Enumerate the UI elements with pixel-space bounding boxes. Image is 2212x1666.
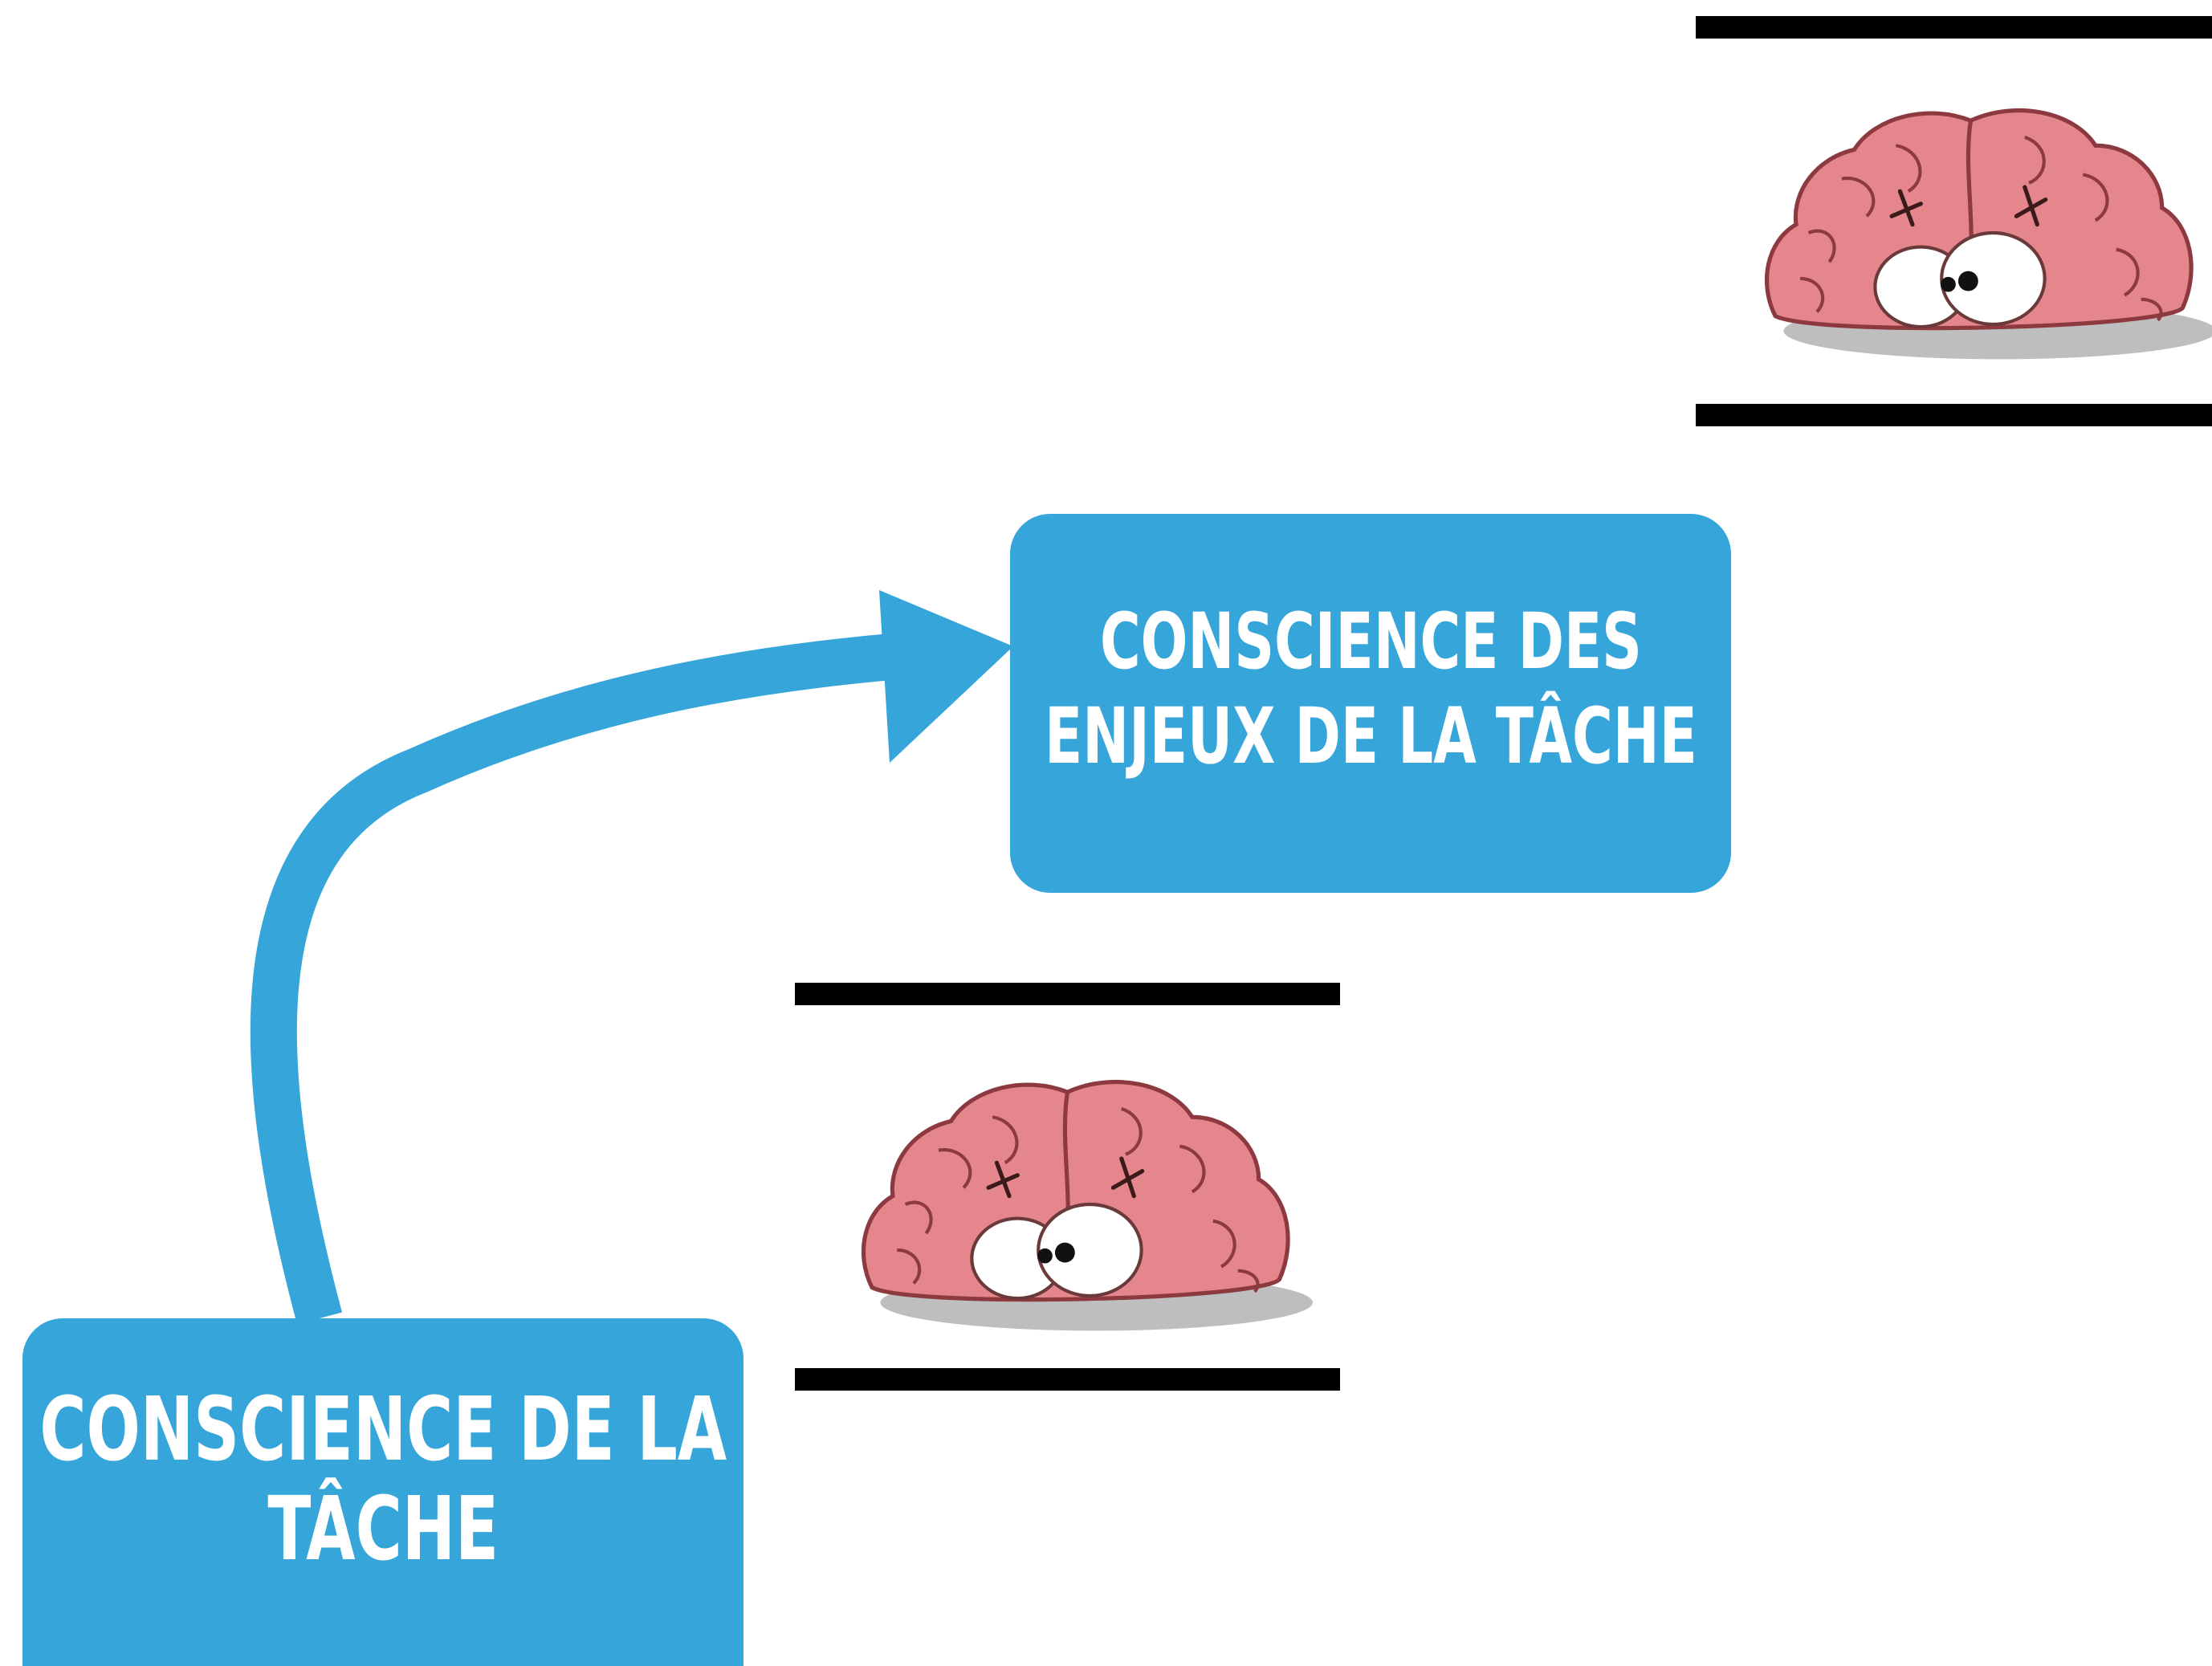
cartoon-brain-icon xyxy=(1764,108,2212,360)
node-top-line1: CONSCIENCE DES xyxy=(1099,597,1642,686)
node-bottom-line1: CONSCIENCE DE LA xyxy=(39,1378,727,1481)
brain-icon-middle xyxy=(847,1068,1313,1345)
node-task-awareness-label: CONSCIENCE DE LA TÂCHE xyxy=(39,1379,727,1578)
cartoon-brain-icon xyxy=(861,1079,1313,1331)
top-bracket-lower-bar xyxy=(1696,404,2212,426)
node-bottom-line2: TÂCHE xyxy=(267,1477,499,1580)
top-bracket-upper-bar xyxy=(1696,16,2212,39)
brain-icon-top xyxy=(1750,96,2212,373)
arrow-head xyxy=(879,590,1013,763)
middle-bracket-lower-bar xyxy=(795,1368,1340,1391)
middle-bracket-upper-bar xyxy=(795,983,1340,1005)
node-task-stakes-awareness-label: CONSCIENCE DES ENJEUX DE LA TÂCHE xyxy=(1045,594,1697,784)
node-top-line2: ENJEUX DE LA TÂCHE xyxy=(1044,691,1697,781)
node-task-awareness: CONSCIENCE DE LA TÂCHE xyxy=(22,1318,743,1666)
arrow-shaft xyxy=(250,633,894,1325)
node-task-stakes-awareness: CONSCIENCE DES ENJEUX DE LA TÂCHE xyxy=(1010,514,1731,893)
